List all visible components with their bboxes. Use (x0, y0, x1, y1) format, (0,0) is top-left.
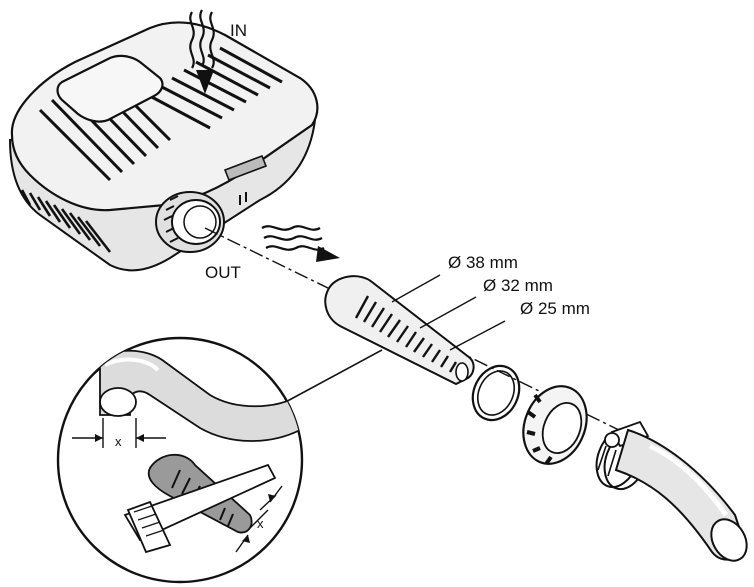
label-diameter-32: Ø 32 mm (483, 276, 553, 295)
dimension-x-bottom (235, 485, 283, 553)
label-x-bottom: x (257, 516, 264, 531)
o-ring (471, 364, 521, 422)
detail-callout-line (279, 349, 383, 406)
label-x-top: x (115, 434, 122, 449)
pump-side-ribs (20, 189, 112, 253)
label-in: IN (230, 21, 247, 40)
hose-adapter (324, 275, 475, 386)
pump-handle (56, 54, 164, 123)
dimension-x-top (72, 418, 166, 448)
pump-outlet (155, 191, 225, 253)
hose (614, 428, 748, 562)
label-diameter-38: Ø 38 mm (448, 253, 518, 272)
leader-32 (419, 296, 477, 329)
union-nut (522, 385, 588, 466)
inflow-arrow (189, 9, 215, 94)
outflow-arrow (261, 225, 340, 262)
leader-38 (391, 274, 441, 303)
label-out: OUT (205, 263, 241, 282)
leader-25 (449, 320, 506, 351)
pump-switch (223, 154, 268, 182)
detail-knife (123, 463, 277, 554)
pump-body (8, 21, 319, 272)
label-diameter-25: Ø 25 mm (520, 299, 590, 318)
